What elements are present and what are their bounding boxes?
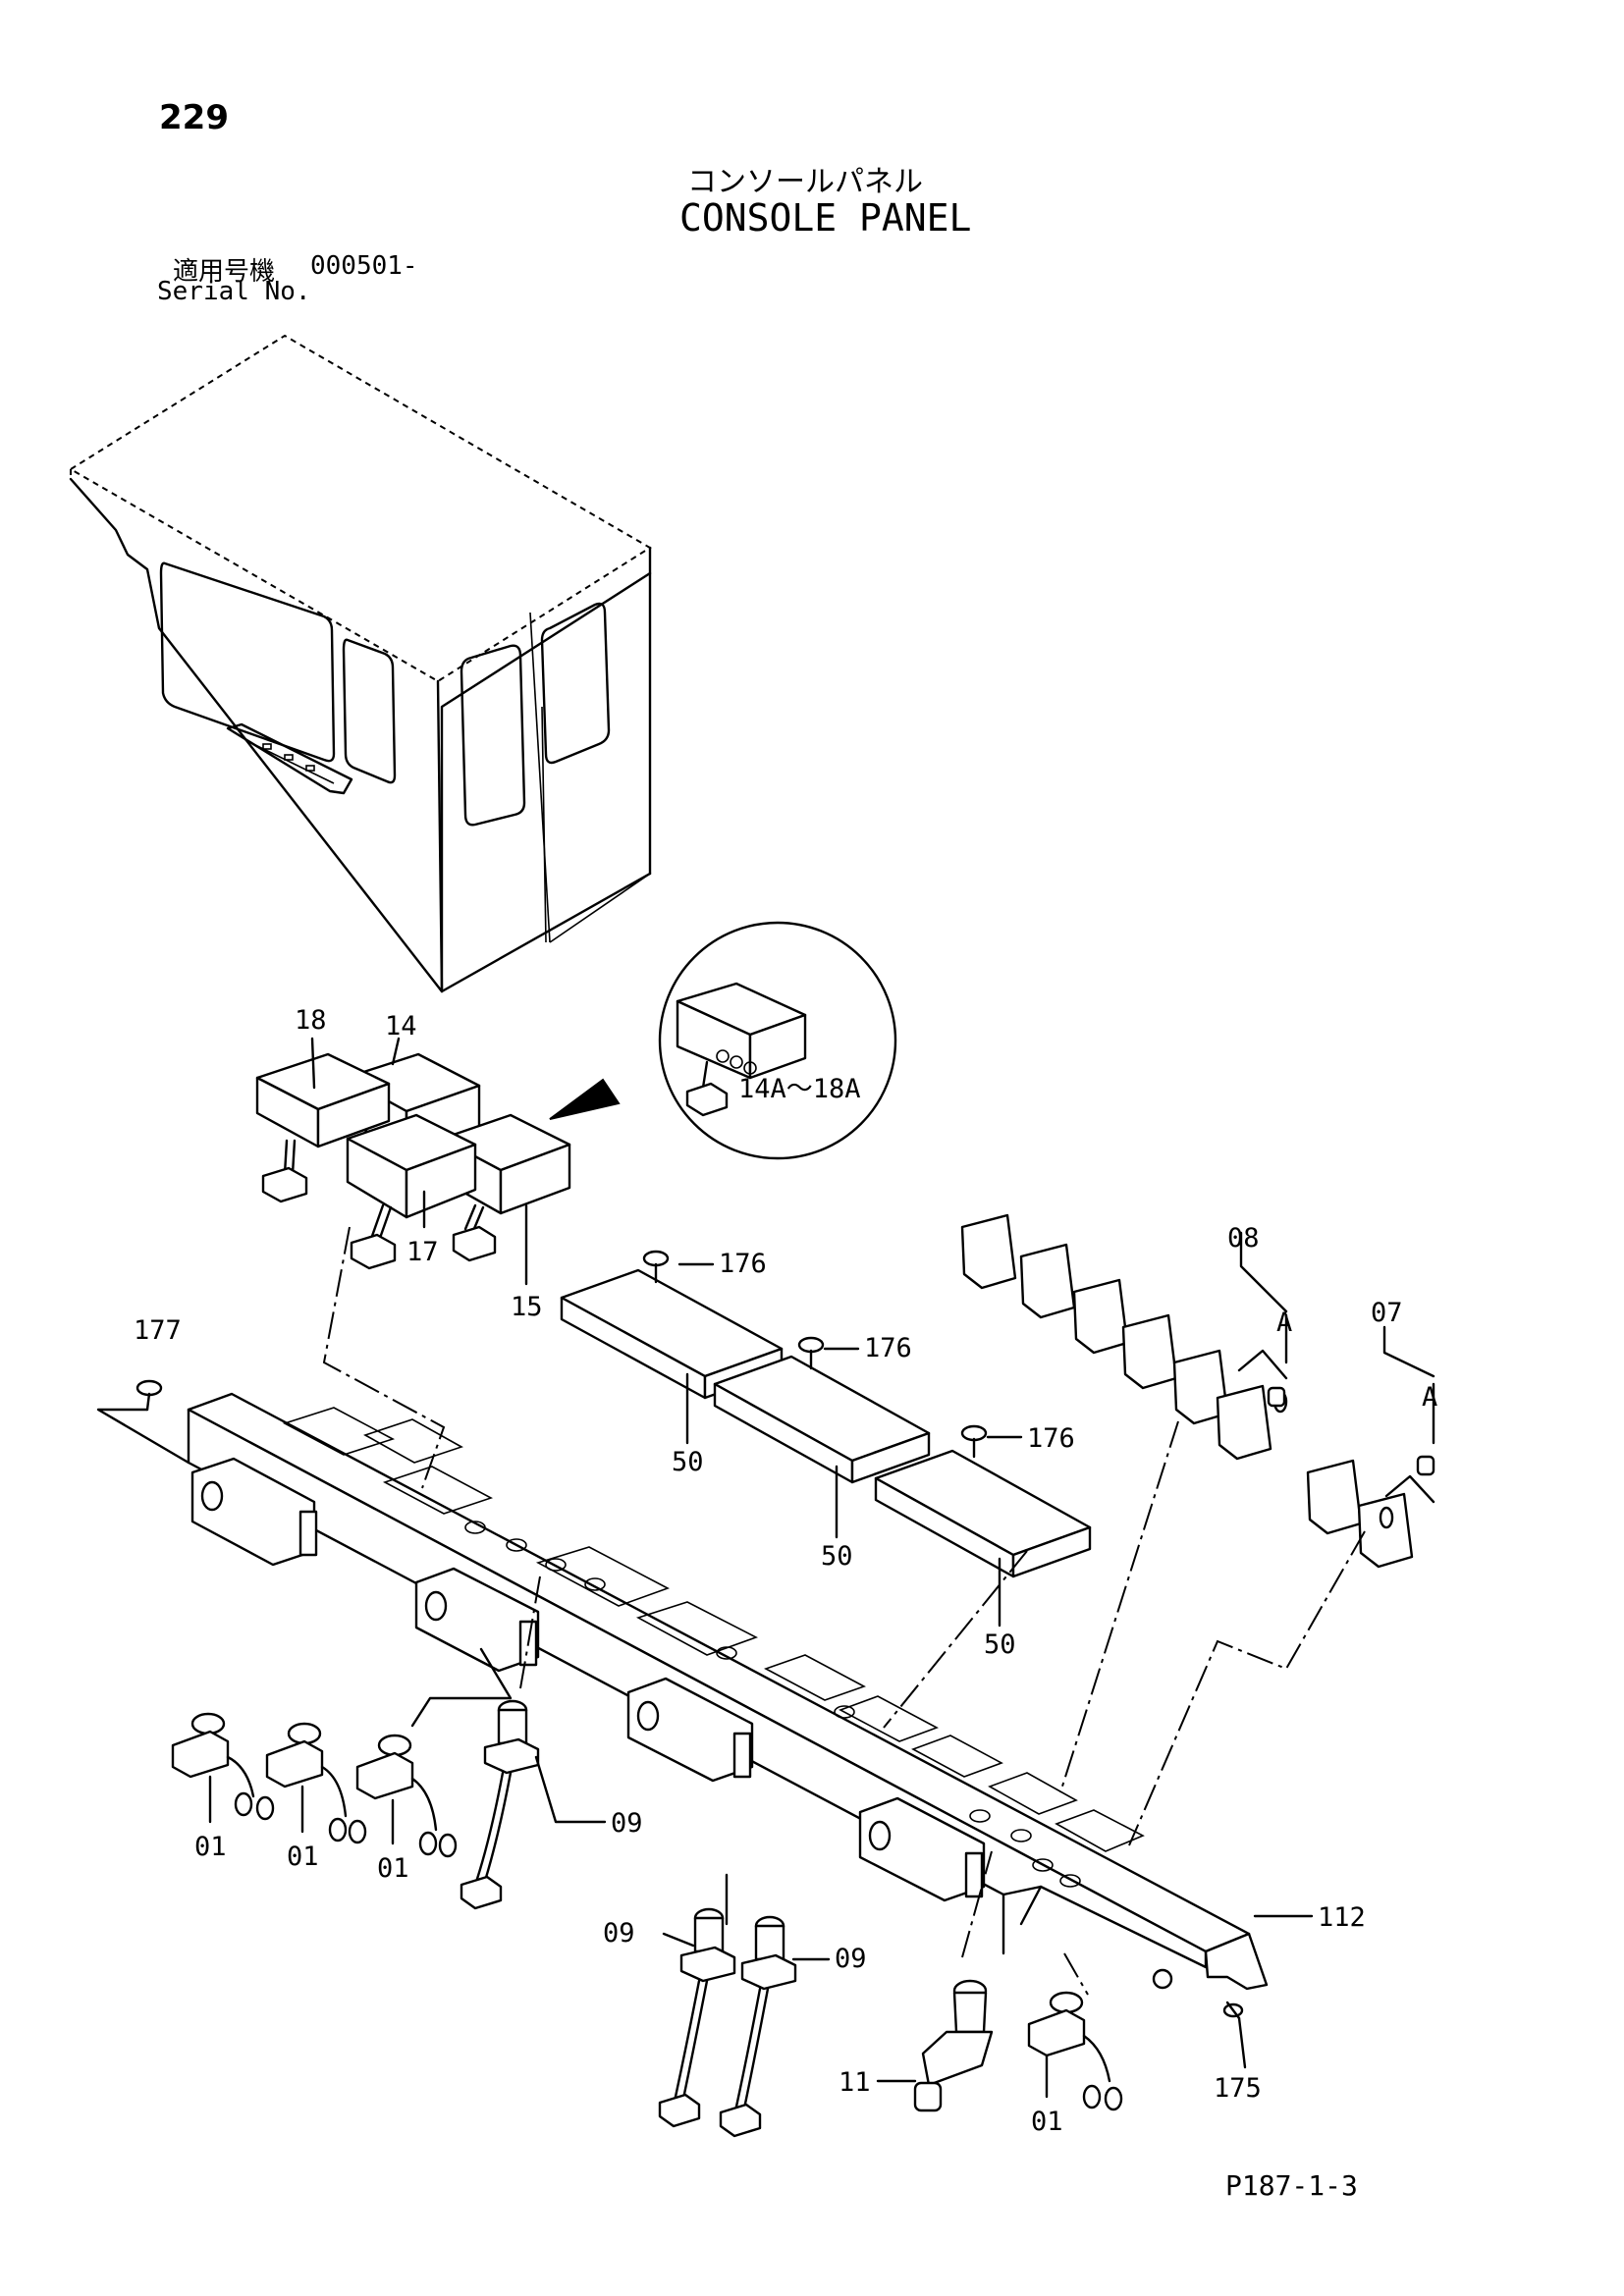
callout-176-a: 176 — [719, 1249, 767, 1279]
callout-01-b: 01 — [287, 1842, 319, 1872]
callout-01-d: 01 — [1031, 2107, 1063, 2137]
console-panel-frame — [187, 1392, 1269, 1991]
callout-07: 07 — [1371, 1298, 1403, 1328]
cab-illustration — [69, 334, 652, 993]
gauge-group — [255, 1052, 571, 1270]
screws — [135, 1250, 1244, 2020]
callout-14a-18a: 14A～18A — [738, 1074, 861, 1104]
callout-175: 175 — [1214, 2073, 1262, 2104]
reference-code: P187-1-3 — [1225, 2169, 1358, 2202]
callout-50-c: 50 — [984, 1629, 1016, 1660]
callout-01-c: 01 — [377, 1853, 409, 1884]
callout-176-b: 176 — [864, 1333, 912, 1363]
serial-label-japanese: 適用号機 — [173, 257, 276, 287]
callout-a-2: A — [1422, 1382, 1437, 1413]
switch-row — [960, 1213, 1435, 1569]
callout-09-c: 09 — [835, 1944, 867, 1974]
leader-lines — [96, 1037, 1435, 2099]
serial-label-english: Serial No. — [157, 277, 311, 306]
serial-number: 000501- — [310, 251, 418, 281]
callout-08: 08 — [1227, 1223, 1260, 1254]
callout-177: 177 — [134, 1315, 182, 1346]
callout-01-a: 01 — [194, 1832, 227, 1862]
callout-labels: 18 14 17 15 14A～18A 176 176 176 50 50 50… — [134, 1005, 1437, 2137]
callout-09-b: 09 — [603, 1918, 635, 1949]
page-number: 229 — [159, 98, 229, 137]
cable-switches — [460, 1699, 994, 2138]
callout-17: 17 — [406, 1237, 439, 1267]
callout-15: 15 — [511, 1292, 543, 1322]
callout-09-a: 09 — [611, 1808, 643, 1839]
title-japanese: コンソールパネル — [687, 165, 923, 199]
detail-magnifier — [549, 921, 897, 1160]
title-english: CONSOLE PANEL — [679, 196, 972, 240]
callout-18: 18 — [295, 1005, 327, 1036]
callout-a-1: A — [1276, 1308, 1292, 1338]
indicator-lamps — [171, 1712, 1123, 2111]
callout-50-b: 50 — [821, 1541, 853, 1572]
callout-50-a: 50 — [672, 1447, 704, 1477]
panel-modules — [560, 1268, 1092, 1578]
callout-176-c: 176 — [1027, 1423, 1075, 1454]
callout-11: 11 — [839, 2067, 871, 2098]
callout-14: 14 — [385, 1011, 417, 1041]
callout-112: 112 — [1318, 1902, 1366, 1933]
